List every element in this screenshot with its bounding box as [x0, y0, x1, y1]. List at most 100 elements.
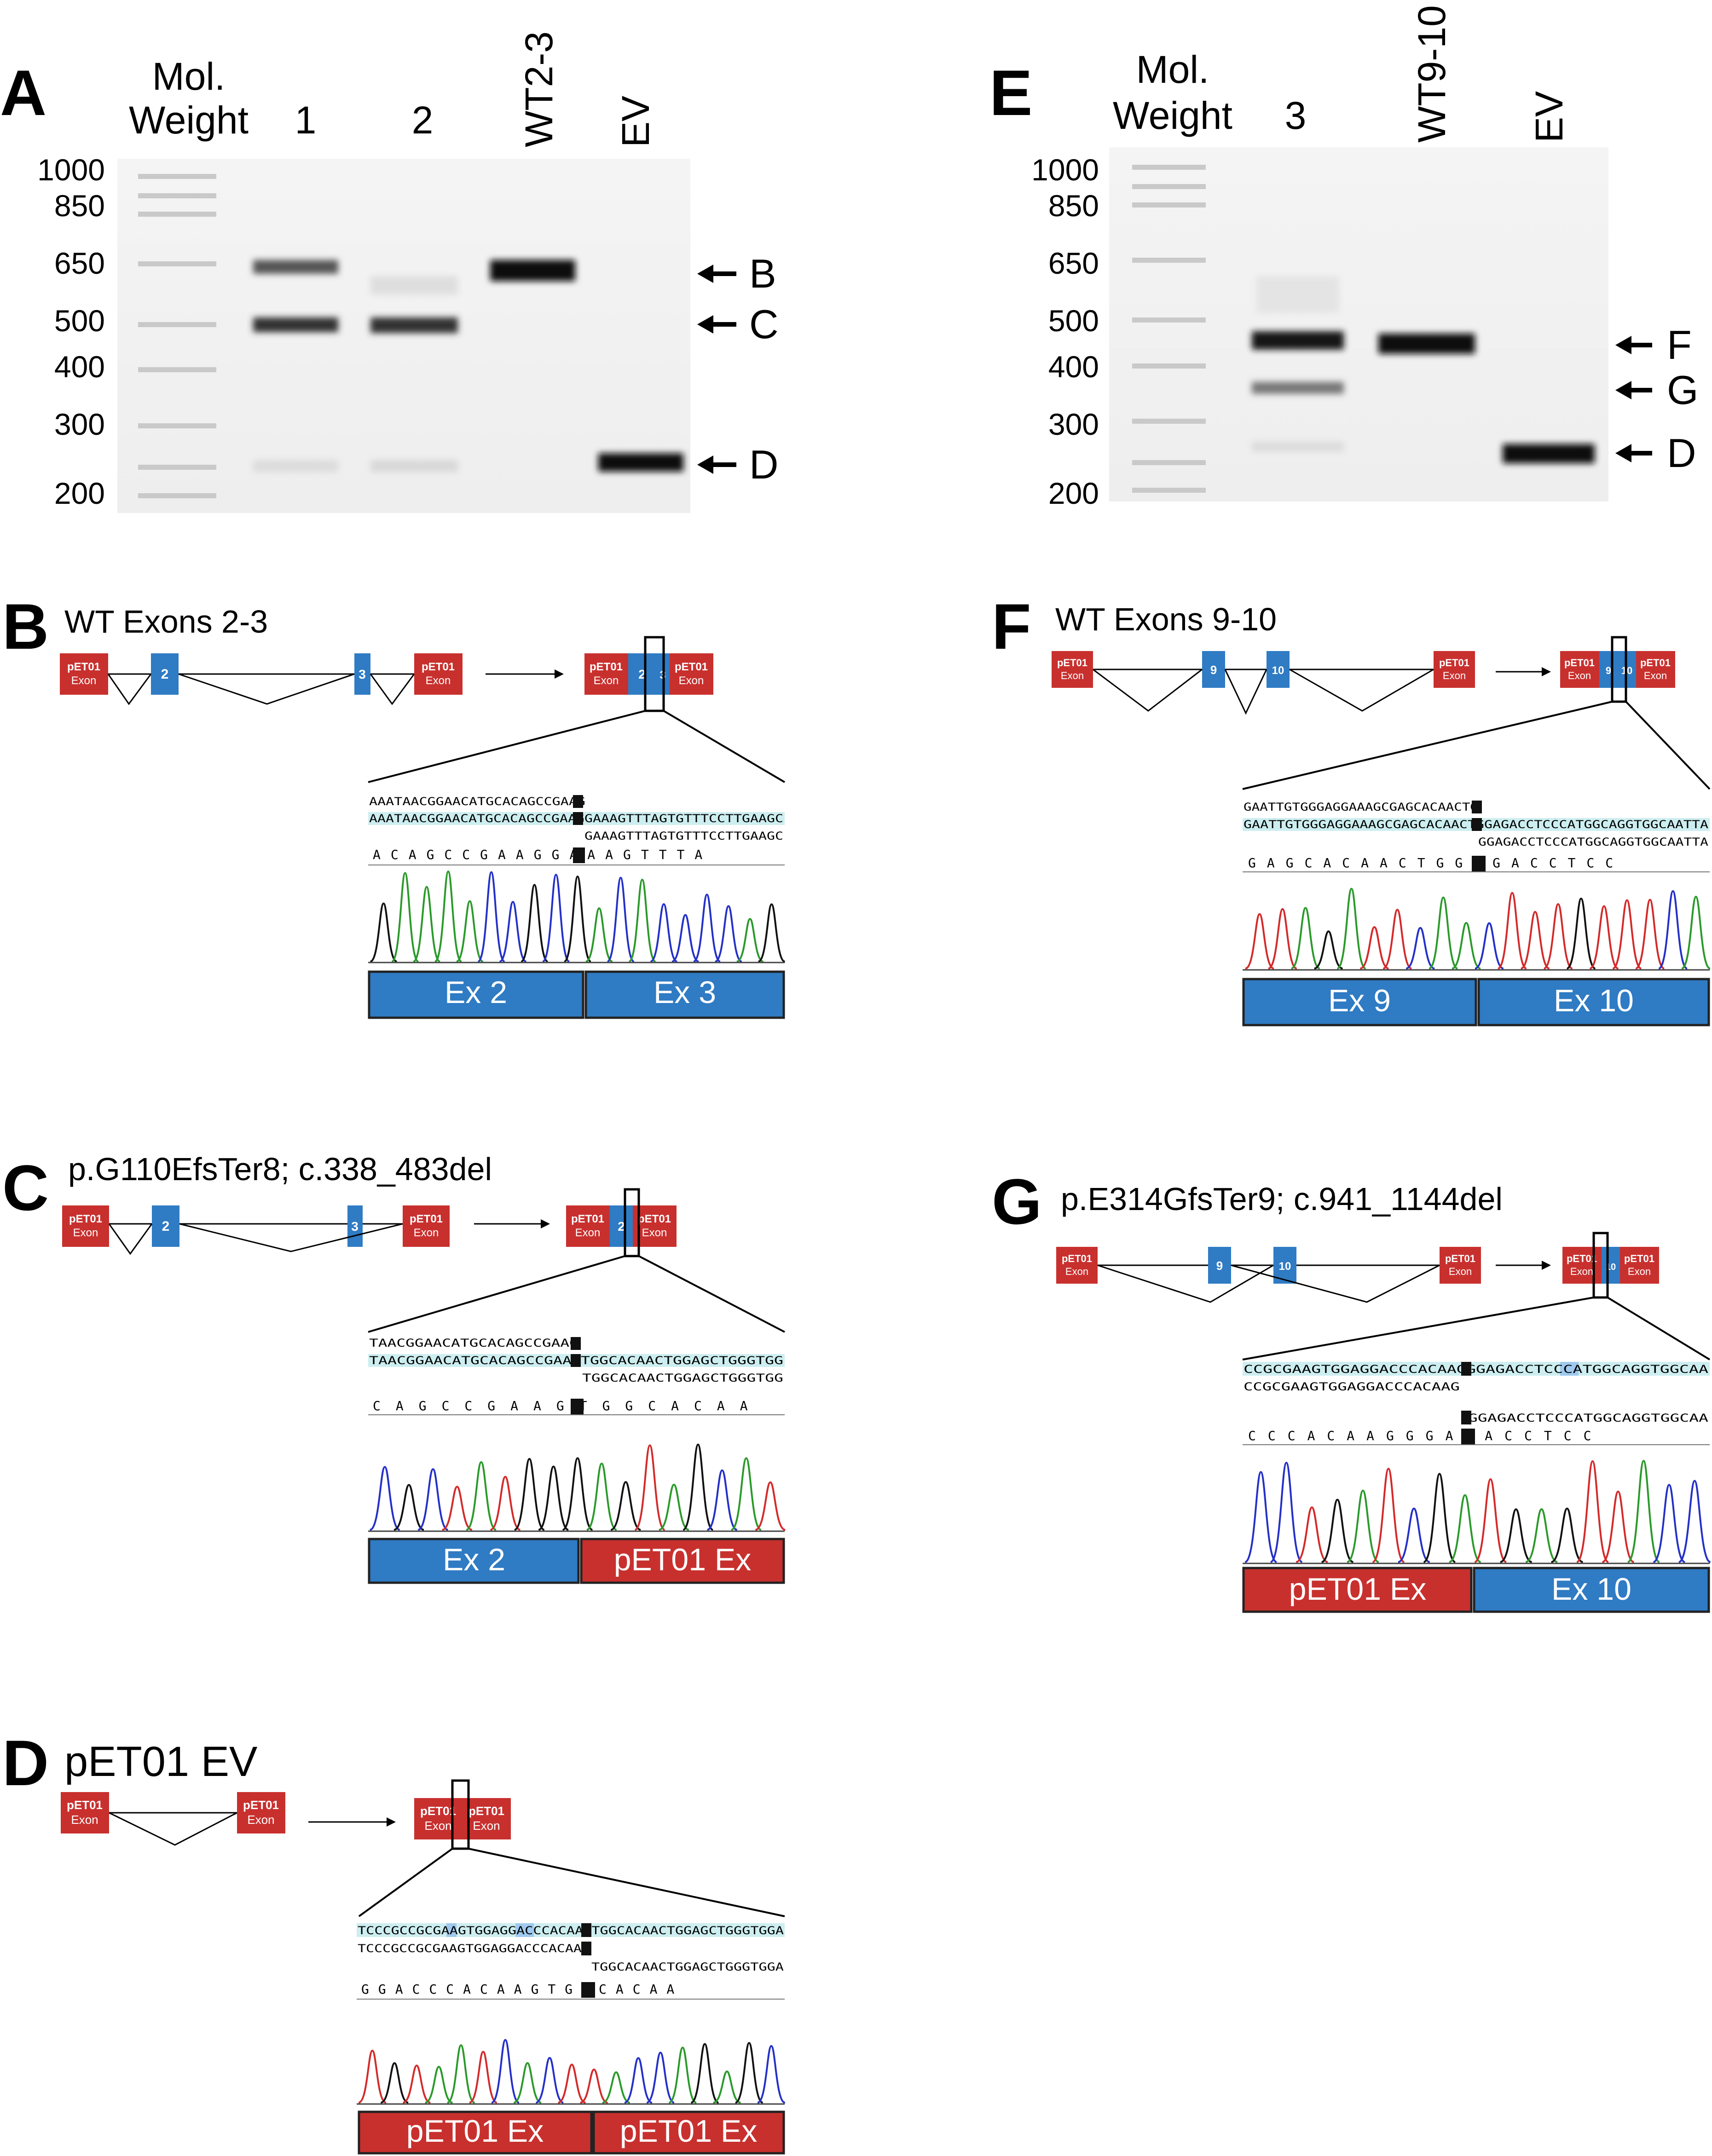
trace-peak: [491, 2039, 520, 2104]
trace-peak: [477, 871, 505, 963]
svg-text:pET01: pET01: [69, 1213, 102, 1225]
trace-peak: [442, 1486, 473, 1531]
sequence-read: CCGCGAAGTGGAGGACCCACAAG: [1244, 1380, 1460, 1393]
trace-peak: [514, 1458, 545, 1531]
splicing-diagram: pET01 Exon 9 10 pET01 Exon pET01 Exon 10: [1056, 1232, 1711, 1360]
panel-letter: D: [2, 1727, 49, 1799]
trace-peak: [557, 2064, 586, 2104]
exon-bar-label: Ex 10: [1551, 1572, 1631, 1607]
svg-text:pET01: pET01: [675, 661, 708, 673]
ladder-size-label: 500: [54, 304, 105, 338]
trace-peak: [736, 918, 764, 963]
exon-bar-label: Ex 9: [1328, 983, 1391, 1018]
trace-peak: [535, 2057, 564, 2104]
trace-peak: [1520, 911, 1550, 969]
trace-peak: [1245, 913, 1274, 969]
panel-a: A Mol. Weight 1 2 WT2-3 EV 1000850650500…: [0, 31, 779, 513]
trace-peak: [1336, 888, 1366, 969]
svg-text:pET01: pET01: [590, 661, 623, 673]
panel-title: WT Exons 2-3: [64, 604, 268, 640]
band-label: B: [749, 251, 776, 296]
panel-title: WT Exons 9-10: [1055, 601, 1277, 637]
trace-peak: [610, 1481, 641, 1531]
exon-bar-label: pET01 Ex: [620, 2114, 758, 2149]
trace-peak: [1449, 1494, 1481, 1563]
trace-peak: [358, 2049, 387, 2104]
svg-text:Exon: Exon: [426, 674, 451, 687]
trace-peak: [490, 1476, 521, 1531]
trace-peak: [499, 901, 527, 963]
trace-peak: [585, 907, 613, 963]
pet01-exon-box: pET01 Exon: [60, 653, 108, 695]
sequence-read: GAAAGTTTAGTGTTTCCTTGAAGC: [584, 830, 783, 842]
band-label: C: [749, 301, 779, 347]
sequence-read: TAACGGAACATGCACAGCCGAAG: [369, 1337, 578, 1349]
lane-label-3: 3: [1285, 94, 1307, 137]
trace-peak: [1321, 1499, 1354, 1563]
trace-peak: [456, 900, 484, 963]
trace-peak: [1382, 909, 1412, 969]
trace-peak: [1429, 896, 1458, 969]
trace-peak: [402, 2064, 431, 2104]
svg-text:pET01: pET01: [1640, 657, 1671, 669]
svg-text:Exon: Exon: [1644, 670, 1667, 681]
splicing-diagram: pET01 Exon 2 3 pET01 Exon: [60, 636, 786, 783]
sequence-read: TCCCGCCGCGAAGTGGAGGACCCACAAGTGGCACAACTGG…: [358, 1924, 784, 1937]
trace-peak: [1525, 1508, 1558, 1563]
panel-title: p.E314GfsTer9; c.941_1144del: [1061, 1181, 1503, 1217]
band-label: G: [1667, 367, 1698, 413]
ladder-size-label: 650: [54, 246, 105, 280]
ladder-size-label: 850: [1048, 189, 1099, 223]
panel-title: pET01 EV: [64, 1738, 257, 1785]
svg-text:2: 2: [618, 1219, 625, 1234]
svg-text:Exon: Exon: [1061, 670, 1084, 681]
base-calls: GGACCCACAAGTGGCACAA: [361, 1982, 683, 1997]
ladder-size-label: 300: [1048, 407, 1099, 441]
svg-text:pET01: pET01: [468, 1804, 504, 1818]
sequence-read: CCGCGAAGTGGAGGACCCACAAGGGAGACCTCCCATGGCA…: [1244, 1363, 1709, 1376]
lane-label-mw: Mol.: [1136, 48, 1209, 91]
svg-text:pET01: pET01: [67, 661, 100, 673]
sequence-read: TGGCACAACTGGAGCTGGGTGGA: [591, 1960, 784, 1973]
trace-peak: [646, 2052, 675, 2104]
band-label: F: [1667, 322, 1692, 368]
exon-bar-label: Ex 10: [1554, 983, 1634, 1018]
exon-bar-label: Ex 2: [443, 1542, 505, 1577]
svg-text:Exon: Exon: [1628, 1266, 1651, 1277]
trace-peak: [706, 1469, 738, 1531]
trace-peak: [1658, 890, 1688, 969]
panel-d: D pET01 EV pET01 Exon pET01 Exon pET01 E…: [2, 1727, 786, 2155]
trace-peak: [538, 1465, 569, 1531]
lane-label-mw: Weight: [129, 98, 249, 142]
spliced-product: pET01 Exon 2 3 pET01 Exon: [584, 636, 713, 712]
ladder-bands: [138, 174, 216, 498]
trace-peak: [391, 872, 419, 963]
exon-bar-label: Ex 3: [654, 975, 716, 1010]
svg-text:pET01: pET01: [1624, 1253, 1654, 1264]
exon-bar-label: pET01 Ex: [406, 2114, 544, 2149]
trace-peak: [731, 1457, 762, 1531]
base-calls: CAGCCGAAGTGGCACAA: [373, 1398, 763, 1413]
trace-peak: [542, 874, 570, 963]
chromatogram: GAATTGTGGGAGGAAAGCGAGCACAACTG GAATTGTGGG…: [1242, 801, 1711, 1026]
trace-peak: [607, 876, 635, 963]
ladder-size-label: 1000: [1031, 153, 1099, 187]
chromatogram: AAATAACGGAACATGCACAGCCGAAG AAATAACGGAACA…: [368, 795, 786, 1019]
trace-peak: [1270, 1462, 1303, 1563]
trace-peak: [1405, 927, 1435, 969]
svg-text:Exon: Exon: [642, 1227, 667, 1239]
base-calls: ACAGCCGAAGGAAAGTTTA: [373, 847, 712, 862]
ladder-size-label: 200: [54, 476, 105, 510]
trace-peak: [1589, 905, 1619, 969]
svg-text:Exon: Exon: [71, 674, 97, 687]
ladder-size-label: 400: [54, 350, 105, 384]
trace-peak: [1398, 1507, 1430, 1563]
chromatogram: TAACGGAACATGCACAGCCGAAG TAACGGAACATGCACA…: [368, 1337, 786, 1584]
trace-peak: [521, 884, 549, 963]
exon-box: [354, 653, 370, 695]
panel-letter: B: [2, 590, 49, 663]
trace-peak: [447, 2044, 475, 2104]
trace-peak: [1678, 1480, 1711, 1563]
svg-text:pET01: pET01: [1567, 1253, 1597, 1264]
svg-text:Exon: Exon: [1065, 1266, 1088, 1277]
